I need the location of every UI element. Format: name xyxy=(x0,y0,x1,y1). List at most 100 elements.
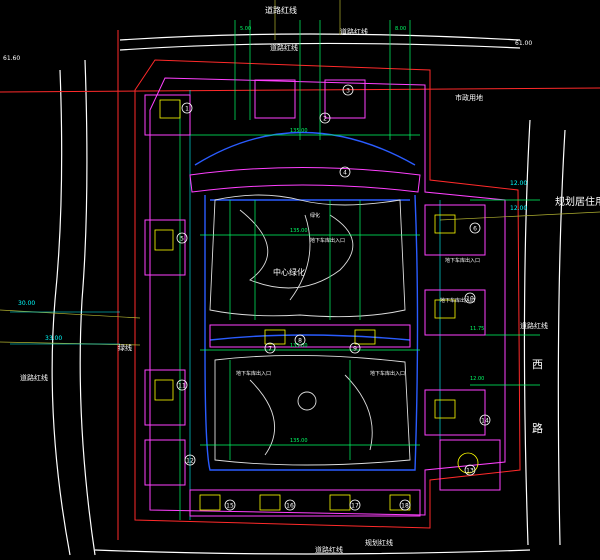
building-number-text: 13 xyxy=(466,468,474,475)
south-green-boundary xyxy=(214,355,411,466)
dim-top-a: 5.00 xyxy=(240,26,251,32)
top-dim-label: 道路红线 xyxy=(270,43,298,52)
building-number-circle xyxy=(181,102,193,114)
entrance-lower-right-label: 地下车库出入口 xyxy=(440,297,475,304)
central-green-label: 中心绿化 xyxy=(273,267,305,277)
building-number-text: 4 xyxy=(343,170,347,177)
labels-group: 道路红线 道路红线 道路红线 规划居住用 道路红线 西 路 道路红线 绿线 中心… xyxy=(3,5,600,554)
building-number-circle xyxy=(176,379,188,391)
right-road-outer xyxy=(557,129,566,546)
left-road-inner-line xyxy=(79,59,96,556)
building-number-text: 6 xyxy=(473,226,477,233)
building-number-text: 10 xyxy=(466,296,474,303)
north-arc-path xyxy=(194,131,416,166)
building-east-1[interactable] xyxy=(424,204,486,256)
building-number-circle xyxy=(176,232,188,244)
dim-corner-tr: 61.00 xyxy=(515,40,532,47)
right-plan-label: 规划居住用 xyxy=(555,195,600,208)
building-number-circle xyxy=(224,499,236,511)
se-plaza-circle xyxy=(457,452,479,474)
right-road-red-label: 道路红线 xyxy=(520,321,548,330)
building-number-text: 3 xyxy=(346,88,350,95)
building-number-text: 8 xyxy=(298,338,302,345)
dim-mid-c: 135.00 xyxy=(290,343,308,349)
inner-path-middle xyxy=(209,334,411,341)
left-road-outer-line xyxy=(51,69,71,556)
top-road-line-2 xyxy=(119,42,521,51)
fountain-circle xyxy=(297,391,317,411)
bottom-road-line xyxy=(94,549,531,555)
building-number-text: 18 xyxy=(401,503,409,510)
bottom-road-red2-label: 规划红线 xyxy=(365,538,393,547)
building-south-row[interactable] xyxy=(189,489,421,517)
building-number-circle xyxy=(479,414,491,426)
site-red-line xyxy=(134,59,521,529)
building-number-text: 17 xyxy=(351,503,359,510)
dim-right-top: 12.00 xyxy=(510,180,527,187)
building-number-text: 2 xyxy=(323,116,327,123)
dim-mid-d: 135.00 xyxy=(290,438,308,444)
building-north-2[interactable] xyxy=(324,79,366,119)
dim-mid-b: 135.00 xyxy=(290,228,308,234)
building-west-2[interactable] xyxy=(144,369,186,426)
central-green-boundary xyxy=(209,194,406,318)
building-mid-row[interactable] xyxy=(209,324,411,348)
garden-path-1 xyxy=(239,209,354,289)
building-number-circle xyxy=(319,112,331,124)
inner-boundary xyxy=(149,77,506,516)
building-west-3[interactable] xyxy=(144,439,186,486)
building-number-circle xyxy=(349,499,361,511)
left-road-red-label: 道路红线 xyxy=(20,373,48,382)
building-nw-1[interactable] xyxy=(144,94,191,136)
building-number-text: 16 xyxy=(286,503,294,510)
dim-mid-a: 135.00 xyxy=(290,128,308,134)
building-number-circle xyxy=(339,166,351,178)
top-right-label: 道路红线 xyxy=(340,27,368,36)
building-number-circle xyxy=(464,464,476,476)
entrance-mid-left-label: 地下车库出入口 xyxy=(236,370,271,377)
right-road-inner xyxy=(523,119,531,546)
dim-left-1: 30.00 xyxy=(18,300,35,307)
building-number-circle xyxy=(184,454,196,466)
building-number-circle xyxy=(349,342,361,354)
dim-right-2: 12.00 xyxy=(510,205,527,212)
dim-side-a: 11.75 xyxy=(470,326,484,332)
building-number-text: 14 xyxy=(481,418,489,425)
garden-path-2 xyxy=(289,214,311,301)
bottom-road-red-label: 道路红线 xyxy=(315,545,343,554)
entrance-top-label: 地下车库出入口 xyxy=(310,237,345,244)
building-north-arc[interactable] xyxy=(189,167,421,193)
left-road-word: 绿线 xyxy=(118,343,132,352)
building-number-text: 12 xyxy=(186,458,194,465)
unit-outlines xyxy=(154,99,479,511)
building-number-circle xyxy=(464,292,476,304)
building-east-2[interactable] xyxy=(424,289,486,336)
garden-path-3 xyxy=(249,379,276,456)
dim-left-2: 33.00 xyxy=(45,335,62,342)
entrance-lower-left-label: 地下车库出入口 xyxy=(445,257,480,264)
top-road-red-label: 道路红线 xyxy=(265,5,297,15)
building-number-text: 1 xyxy=(185,106,189,113)
ring-path xyxy=(204,194,419,471)
building-number-circle xyxy=(399,499,411,511)
garden-path-4 xyxy=(344,374,373,451)
building-north-1[interactable] xyxy=(254,79,296,119)
cyan-dimension-lines xyxy=(10,90,441,520)
magenta-boundary xyxy=(149,77,506,516)
building-se-corner[interactable] xyxy=(439,439,501,491)
top-road-line xyxy=(119,33,521,41)
road-lines xyxy=(51,33,566,556)
building-east-3[interactable] xyxy=(424,389,486,436)
dim-top-b: 8.00 xyxy=(395,26,406,32)
building-number-text: 15 xyxy=(226,503,234,510)
building-number-circle xyxy=(294,334,306,346)
building-west-1[interactable] xyxy=(144,219,186,276)
building-number-text: 11 xyxy=(178,383,186,390)
central-green-paths xyxy=(209,194,411,466)
buildings xyxy=(144,79,501,517)
green-area-label: 绿化 xyxy=(310,212,320,219)
building-number-circle xyxy=(342,84,354,96)
building-number-text: 5 xyxy=(180,236,184,243)
